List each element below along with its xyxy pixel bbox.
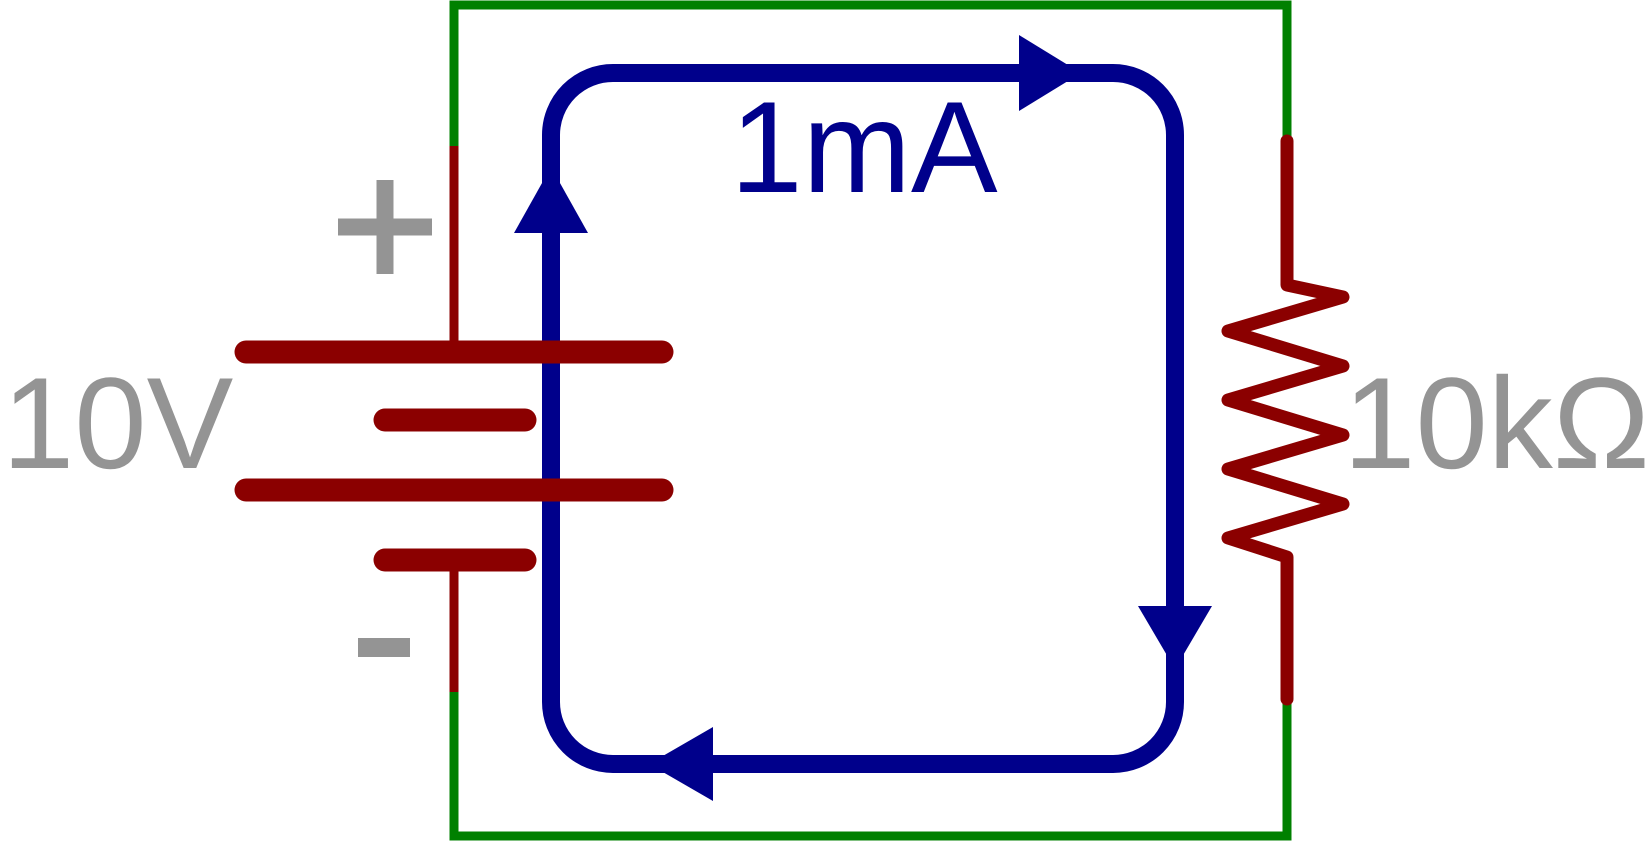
resistor-path xyxy=(1221,134,1350,706)
current-arrow-right-icon xyxy=(1019,35,1081,111)
current-label: 1mA xyxy=(730,74,998,220)
current-arrow-left-icon xyxy=(649,727,713,801)
resistor-value-label: 10kΩ xyxy=(1343,350,1650,496)
wire-top xyxy=(449,0,1292,146)
current-arrow-down-icon xyxy=(1138,606,1212,669)
battery-symbol: + - 10V xyxy=(2,146,674,692)
current-loop: 1mA xyxy=(514,35,1212,801)
battery-voltage-label: 10V xyxy=(2,350,234,496)
current-arrow-up-icon xyxy=(514,167,588,233)
resistor-symbol: 10kΩ xyxy=(1221,134,1650,706)
wire-bottom xyxy=(449,692,1292,841)
minus-icon: - xyxy=(358,638,410,657)
current-loop-path xyxy=(542,64,1184,773)
wires xyxy=(449,0,1292,841)
plus-icon: + xyxy=(338,180,432,274)
